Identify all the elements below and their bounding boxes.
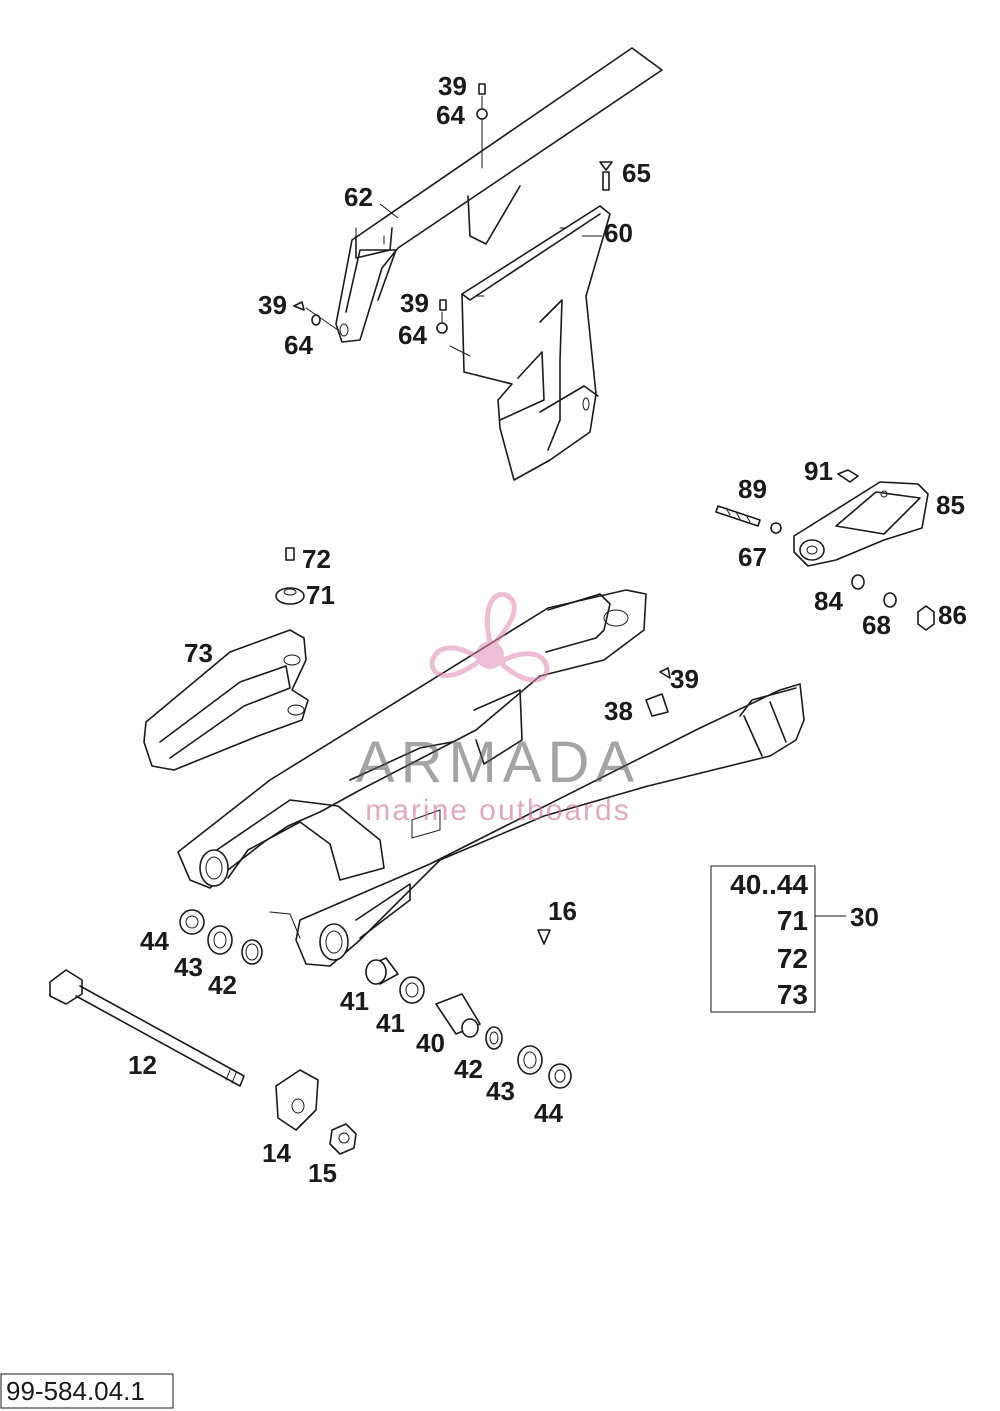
chain-guide-lower-drawing: [793, 481, 929, 567]
callout-41: 41: [340, 986, 369, 1016]
callout-64: 64: [436, 100, 465, 130]
callout-60: 60: [604, 218, 633, 248]
callout-44: 44: [534, 1098, 563, 1128]
callout-85: 85: [936, 490, 965, 520]
chain-guide-upper-drawing: [335, 47, 663, 343]
swingarm-drawing: [177, 589, 805, 967]
kit-item-3: 73: [777, 979, 808, 1010]
chain-slider-drawing: [143, 629, 309, 771]
callout-84: 84: [814, 586, 843, 616]
kit-number: 30: [850, 902, 879, 932]
callout-43: 43: [174, 952, 203, 982]
watermark-tagline: marine outboards: [365, 794, 630, 827]
callout-41: 41: [376, 1008, 405, 1038]
callout-42: 42: [208, 970, 237, 1000]
callout-64: 64: [398, 320, 427, 350]
kit-box: 40..44 71 72 73 30: [710, 865, 879, 1013]
callout-68: 68: [862, 610, 891, 640]
kit-item-2: 72: [777, 943, 808, 974]
callout-86: 86: [938, 600, 967, 630]
callout-43: 43: [486, 1076, 515, 1106]
callout-39: 39: [258, 290, 287, 320]
kit-item-1: 71: [777, 905, 808, 936]
leader-62: [379, 203, 399, 219]
callout-39: 39: [400, 288, 429, 318]
callout-38: 38: [604, 696, 633, 726]
propeller-logo: [429, 592, 550, 683]
hardware-drawing: [49, 83, 935, 1155]
callout-67: 67: [738, 542, 767, 572]
watermark-brand: ARMADA: [356, 730, 640, 795]
callout-62: 62: [344, 182, 373, 212]
callout-39: 39: [438, 71, 467, 101]
callout-91: 91: [804, 456, 833, 486]
watermark: ARMADA marine outboards: [356, 592, 640, 827]
callout-14: 14: [262, 1138, 291, 1168]
reference-code-box: 99-584.04.1: [0, 1373, 174, 1409]
callout-71: 71: [306, 580, 335, 610]
callout-89: 89: [738, 474, 767, 504]
callout-labels: 39 64 65 62 60 39 64 39 64 91 89 85 67 8…: [128, 71, 967, 1188]
callout-15: 15: [308, 1158, 337, 1188]
callout-39: 39: [670, 664, 699, 694]
callout-65: 65: [622, 158, 651, 188]
callout-16: 16: [548, 896, 577, 926]
kit-box-frame: [710, 865, 816, 1013]
callout-42: 42: [454, 1054, 483, 1084]
callout-64: 64: [284, 330, 313, 360]
callout-73: 73: [184, 638, 213, 668]
kit-item-0: 40..44: [730, 869, 808, 900]
callout-44: 44: [140, 926, 169, 956]
callout-40: 40: [416, 1028, 445, 1058]
callout-12: 12: [128, 1050, 157, 1080]
callout-72: 72: [302, 544, 331, 574]
reference-code: 99-584.04.1: [6, 1376, 145, 1406]
chain-guard-drawing: [461, 205, 611, 481]
